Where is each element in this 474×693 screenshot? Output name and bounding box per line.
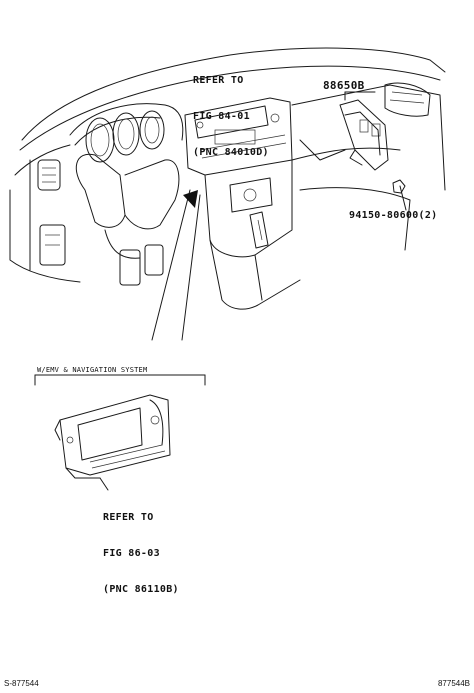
footer-left-code: S-877544 [4, 679, 39, 688]
part-number-label: 88650B [323, 79, 365, 92]
bracket-88650b-illustration [339, 91, 407, 211]
option-label: W/EMV & NAVIGATION SYSTEM [37, 366, 148, 374]
navigation-unit-illustration [54, 394, 171, 491]
main-reference-line-1: REFER TO [193, 75, 244, 86]
nav-reference-line-2: FIG 86-03 [103, 548, 160, 559]
nav-reference-callout: REFER TO FIG 86-03 (PNC 86110B) [103, 488, 179, 608]
nav-reference-line-3: (PNC 86110B) [103, 584, 179, 595]
option-bracket [34, 374, 206, 386]
main-reference-line-2: FIG 84-01 [193, 111, 250, 122]
footer-right-code: 877544B [437, 679, 470, 688]
dashboard-illustration [9, 47, 446, 341]
nav-reference-line-1: REFER TO [103, 512, 154, 523]
main-reference-line-3: (PNC 84010D) [193, 147, 269, 158]
main-reference-callout: REFER TO FIG 84-01 (PNC 84010D) [193, 51, 269, 171]
bolt-number-label: 94150-80600(2) [349, 210, 438, 221]
